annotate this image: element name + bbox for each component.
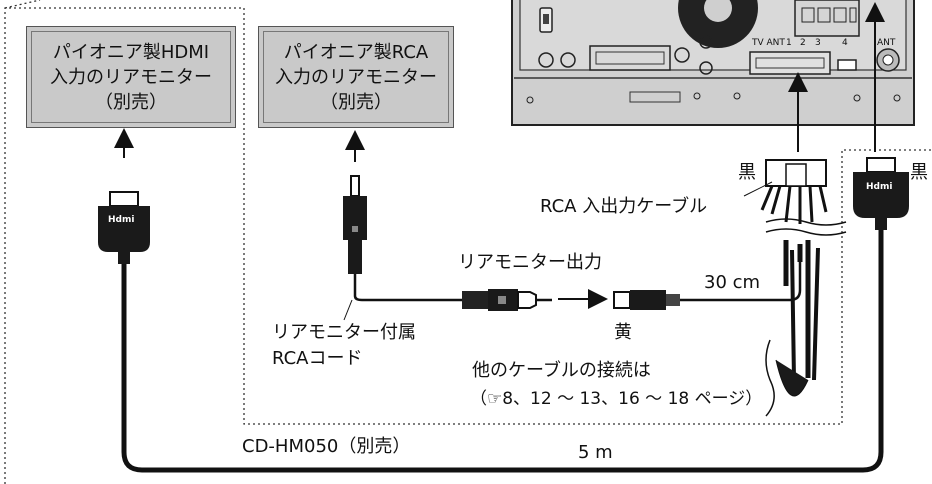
hdmi-cable (121, 226, 884, 473)
rca-monitor-line1: パイオニア製RCA (283, 41, 429, 63)
hdmi-logo-right: Hdmi (866, 182, 893, 192)
arrows (114, 2, 885, 309)
label-other-cables-line2: （☞8、12 〜 13、16 〜 18 ページ） (470, 389, 763, 409)
hdmi-logo-left: Hdmi (108, 215, 135, 225)
label-length-30cm: 30 cm (704, 272, 761, 293)
label-other-cables-line1: 他のケーブルの接続は (472, 360, 651, 381)
hdmi-monitor-line1: パイオニア製HDMI (52, 41, 210, 63)
hdmi-monitor-line3: （別売） (95, 91, 167, 113)
label-length-5m: 5 m (578, 442, 613, 463)
hdmi-monitor-line2: 入力のリアモニター (50, 66, 212, 88)
leaders (343, 181, 773, 321)
unit-label-pin2: 2 (800, 38, 806, 48)
label-black-left: 黒 (738, 162, 756, 183)
label-cd-hm050: CD-HM050（別売） (242, 436, 411, 457)
rca-monitor-line3: （別売） (320, 91, 392, 113)
rca-io-harness (760, 159, 847, 417)
unit-label-ant: ANT (877, 38, 896, 48)
label-rca-cord-line2: RCAコード (272, 348, 363, 369)
rca-rear-monitor: パイオニア製RCA 入力のリアモニター （別売） (258, 26, 454, 128)
rca-cord (343, 175, 552, 311)
label-rear-monitor-output: リアモニター出力 (458, 252, 602, 273)
label-rca-cord-line1: リアモニター付属 (272, 322, 416, 343)
unit-label-pin3: 3 (815, 38, 821, 48)
hdmi-rear-monitor: パイオニア製HDMI 入力のリアモニター （別売） (26, 26, 236, 128)
label-black-right: 黒 (910, 162, 928, 183)
unit-label-tv-ant: TV ANT (752, 38, 785, 48)
rca-jack-yellow (613, 262, 802, 310)
dotted-boundaries (4, 0, 932, 484)
unit-label-pin4: 4 (842, 38, 848, 48)
rca-monitor-line2: 入力のリアモニター (275, 66, 437, 88)
hdmi-plug-right (853, 157, 909, 230)
label-rca-io-cable: RCA 入出力ケーブル (540, 196, 708, 217)
label-yellow: 黄 (614, 322, 632, 343)
hdmi-plug-left (98, 191, 150, 264)
fan-icon (678, 0, 758, 48)
head-unit (511, 0, 915, 126)
unit-label-pin1: 1 (786, 38, 792, 48)
